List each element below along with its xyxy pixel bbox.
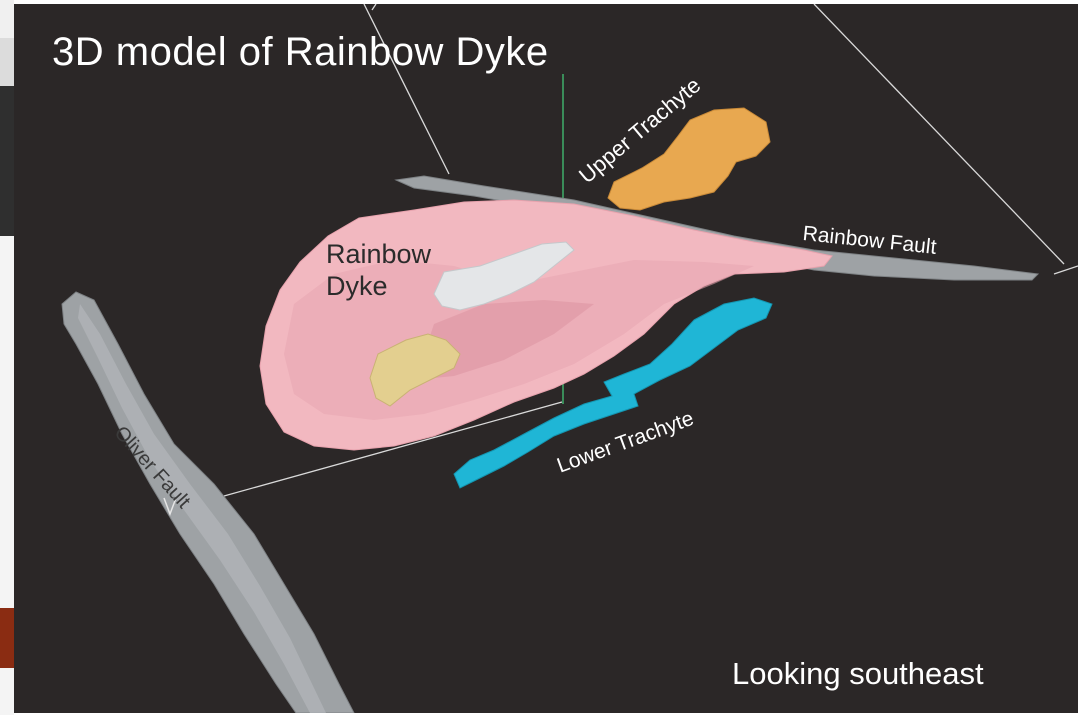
strip-segment: [0, 38, 14, 86]
rainbow-dyke-label-line2: Dyke: [326, 270, 431, 302]
strip-segment: [0, 0, 14, 38]
strip-segment: [0, 236, 14, 608]
strip-segment: [0, 86, 14, 236]
strip-segment: [0, 608, 14, 668]
model-scene: [14, 4, 1078, 713]
left-edge-strip: [0, 0, 14, 715]
page-title: 3D model of Rainbow Dyke: [52, 30, 549, 75]
frame-edge: [372, 4, 376, 10]
model-view-panel: 3D model of Rainbow Dyke Rainbow Dyke Up…: [14, 4, 1078, 713]
view-direction-label: Looking southeast: [732, 656, 984, 692]
frame-edge: [814, 4, 1064, 264]
frame-edge: [1054, 266, 1078, 274]
strip-segment: [0, 668, 14, 715]
rainbow-dyke-label-line1: Rainbow: [326, 238, 431, 270]
rainbow-dyke-label: Rainbow Dyke: [326, 238, 431, 303]
